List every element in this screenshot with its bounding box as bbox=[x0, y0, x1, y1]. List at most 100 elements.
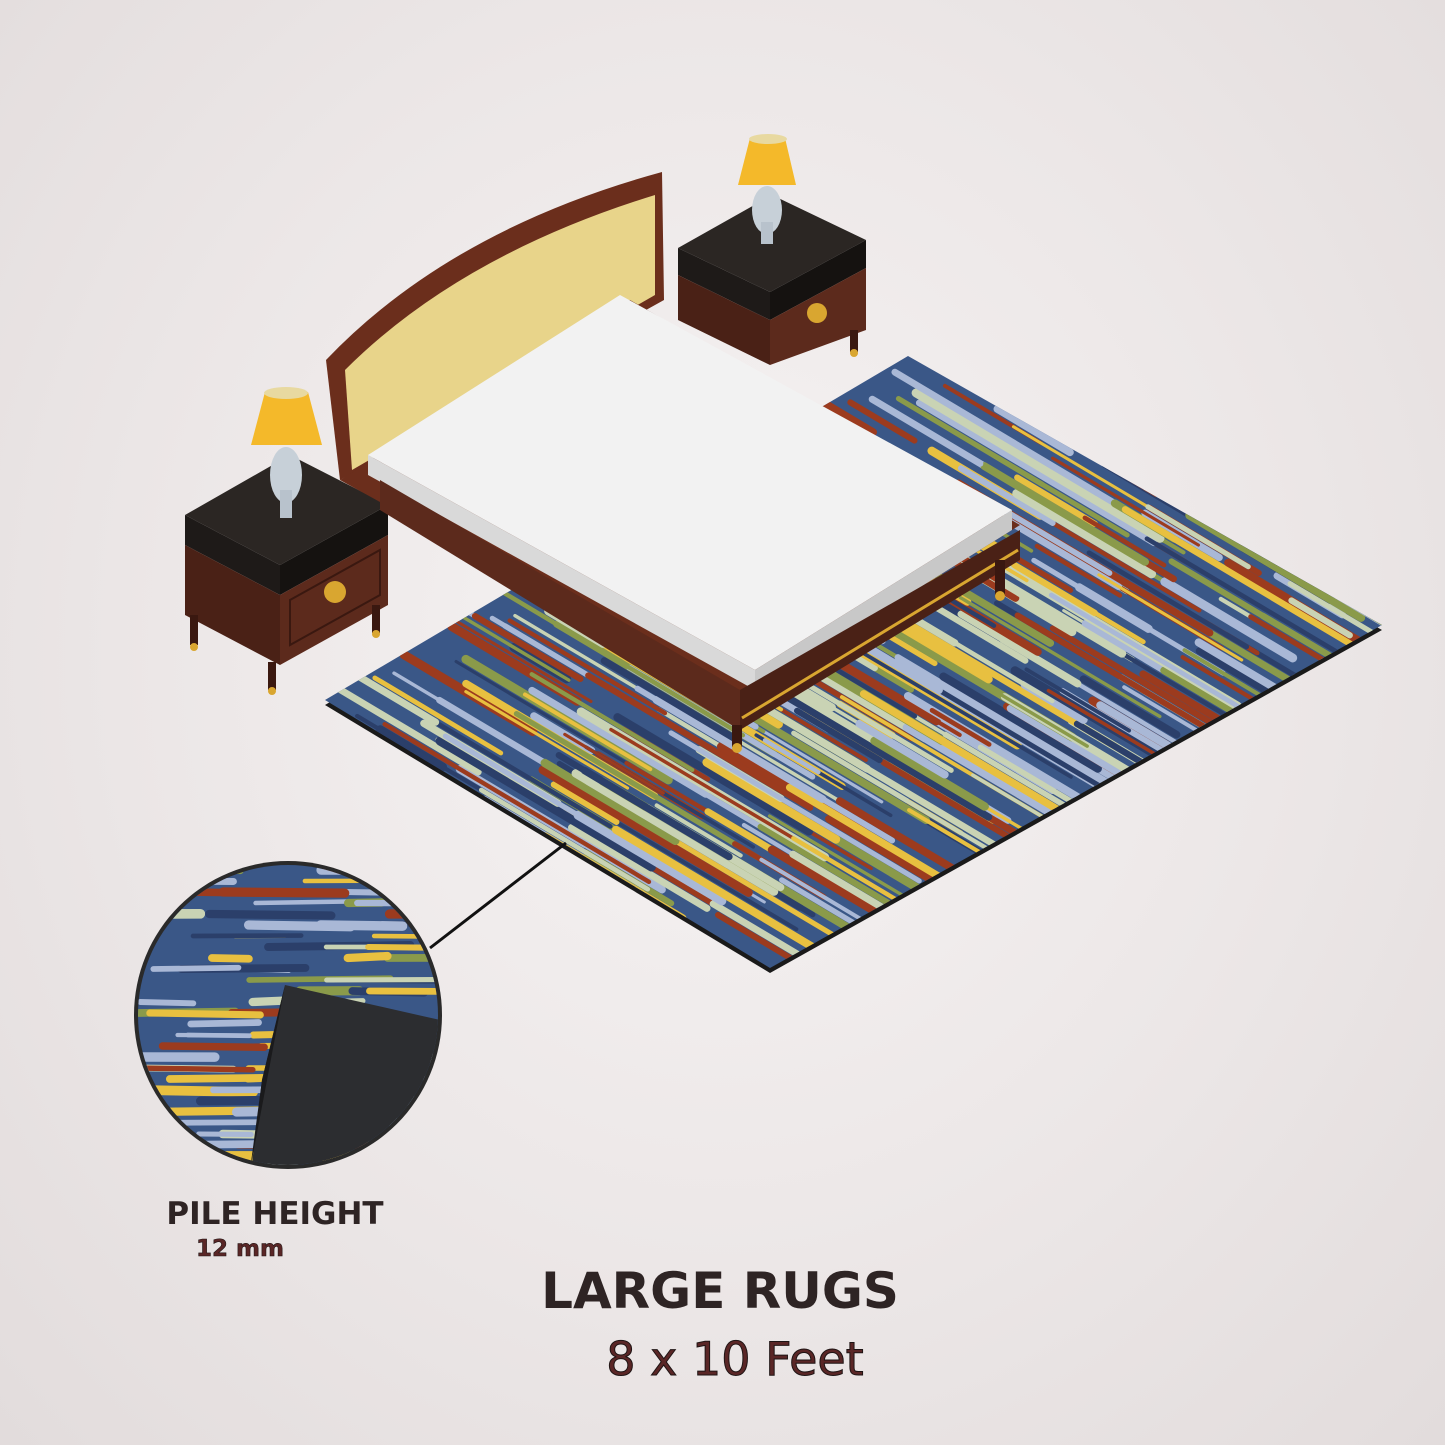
rug-stripe bbox=[793, 707, 883, 764]
closeup-stripe bbox=[139, 1119, 267, 1126]
rug-stripe bbox=[762, 738, 821, 775]
rug-stripe bbox=[776, 689, 993, 821]
closeup-stripe bbox=[138, 999, 197, 1007]
rug-stripe bbox=[1012, 488, 1157, 579]
rug-stripe bbox=[1287, 580, 1382, 677]
rug-stripe bbox=[957, 465, 1056, 526]
rug-stripe bbox=[789, 672, 954, 773]
rug-stripe bbox=[891, 368, 1101, 497]
right-lamp bbox=[738, 134, 796, 244]
rug-stripe bbox=[507, 618, 668, 716]
rug-stripe bbox=[568, 824, 711, 912]
closeup-stripe bbox=[366, 987, 438, 996]
rug-stripe bbox=[894, 654, 1149, 809]
closeup-stripe bbox=[185, 1032, 252, 1039]
rug-stripe bbox=[1168, 558, 1290, 633]
rug-stripe bbox=[513, 711, 760, 860]
rug-stripe bbox=[1182, 648, 1272, 703]
rug-stripe bbox=[971, 773, 1044, 819]
closeup-stripe bbox=[253, 899, 359, 906]
rug-stripe bbox=[436, 608, 593, 703]
rug-stripe bbox=[600, 657, 741, 744]
rug-stripe bbox=[749, 697, 871, 773]
rug-stripe bbox=[1160, 577, 1298, 663]
rug-stripe bbox=[410, 738, 652, 885]
closeup-stripe bbox=[365, 943, 438, 952]
pile-height-label: PILE HEIGHT bbox=[166, 1196, 384, 1232]
rug-stripe bbox=[1086, 550, 1250, 650]
rug-stripe bbox=[464, 690, 630, 790]
rug-stripe bbox=[540, 758, 680, 845]
rug-stripe bbox=[993, 405, 1074, 457]
rug-stripe bbox=[485, 580, 746, 738]
rug-stripe bbox=[573, 810, 727, 906]
closeup-stripe bbox=[138, 1065, 256, 1073]
closeup-stripe bbox=[326, 1161, 432, 1165]
rug-stripe bbox=[580, 766, 733, 861]
rug-stripe bbox=[550, 781, 620, 825]
rug-stripe bbox=[855, 719, 949, 779]
closeup-stripe bbox=[351, 1153, 432, 1160]
rug-stripe bbox=[907, 808, 1150, 954]
rug-stripe bbox=[529, 672, 695, 773]
rug-stripe bbox=[613, 713, 814, 836]
rug-stripe bbox=[1121, 506, 1373, 659]
rug-stripe bbox=[929, 707, 992, 747]
rug-stripe bbox=[668, 730, 922, 884]
rug-stripe bbox=[347, 668, 440, 726]
rug-stripe bbox=[657, 829, 848, 945]
closeup-stripe bbox=[158, 1042, 268, 1051]
rug-stripe bbox=[911, 388, 1165, 543]
rug-stripe bbox=[372, 675, 504, 756]
closeup-stripe bbox=[343, 951, 392, 963]
rug-stripe bbox=[1011, 425, 1166, 518]
left-lamp bbox=[251, 387, 322, 518]
rug-stripe bbox=[571, 769, 779, 896]
rug-stripe bbox=[1144, 536, 1364, 669]
rug-stripe bbox=[435, 736, 656, 872]
rug-stripe bbox=[471, 612, 584, 683]
callout-line bbox=[429, 841, 567, 950]
rug-stripe bbox=[1145, 504, 1251, 570]
closeup-stripe bbox=[205, 909, 336, 920]
rug-stripe bbox=[1259, 612, 1382, 767]
product-size: 8 x 10 Feet bbox=[606, 1332, 864, 1387]
rug-stripe bbox=[1051, 456, 1200, 547]
rug-stripe bbox=[1034, 543, 1123, 598]
rug-stripe bbox=[522, 692, 653, 772]
rug-stripe bbox=[709, 900, 948, 968]
rug-stripe bbox=[999, 635, 1082, 688]
rug-stripe bbox=[538, 765, 753, 897]
rug-stripe bbox=[1097, 573, 1244, 662]
rug-stripe bbox=[1014, 474, 1098, 527]
rug-stripe bbox=[450, 609, 571, 682]
rug-stripe bbox=[895, 396, 1045, 487]
pile-height-value: 12 mm bbox=[196, 1236, 285, 1263]
rug-stripe bbox=[1048, 592, 1276, 730]
closeup-stripe bbox=[150, 964, 242, 972]
rug-stripe bbox=[891, 409, 984, 467]
rug-stripe bbox=[915, 399, 1158, 547]
rug-stripe bbox=[1024, 667, 1132, 733]
rug-stripe bbox=[980, 462, 1149, 566]
bed bbox=[326, 172, 1020, 753]
closeup-stripe bbox=[341, 888, 438, 897]
rug-stripe bbox=[702, 758, 841, 844]
rug-stripe bbox=[715, 911, 841, 968]
closeup-stripe bbox=[383, 1130, 438, 1139]
closeup-stripe bbox=[208, 954, 253, 963]
rug-stripe bbox=[478, 787, 651, 892]
rug-stripe bbox=[563, 732, 665, 795]
product-title: LARGE RUGS bbox=[541, 1262, 899, 1320]
rug-stripe bbox=[847, 399, 918, 444]
rug-stripe bbox=[1079, 675, 1181, 739]
rug-stripe bbox=[870, 736, 989, 811]
rug-stripe bbox=[611, 825, 853, 968]
rug-stripe bbox=[1082, 515, 1167, 568]
closeup-stripe bbox=[146, 1009, 264, 1019]
rug-stripe bbox=[939, 672, 1102, 773]
rug-stripe bbox=[654, 803, 743, 858]
left-nightstand bbox=[185, 455, 388, 695]
rug-stripe bbox=[952, 786, 1213, 943]
